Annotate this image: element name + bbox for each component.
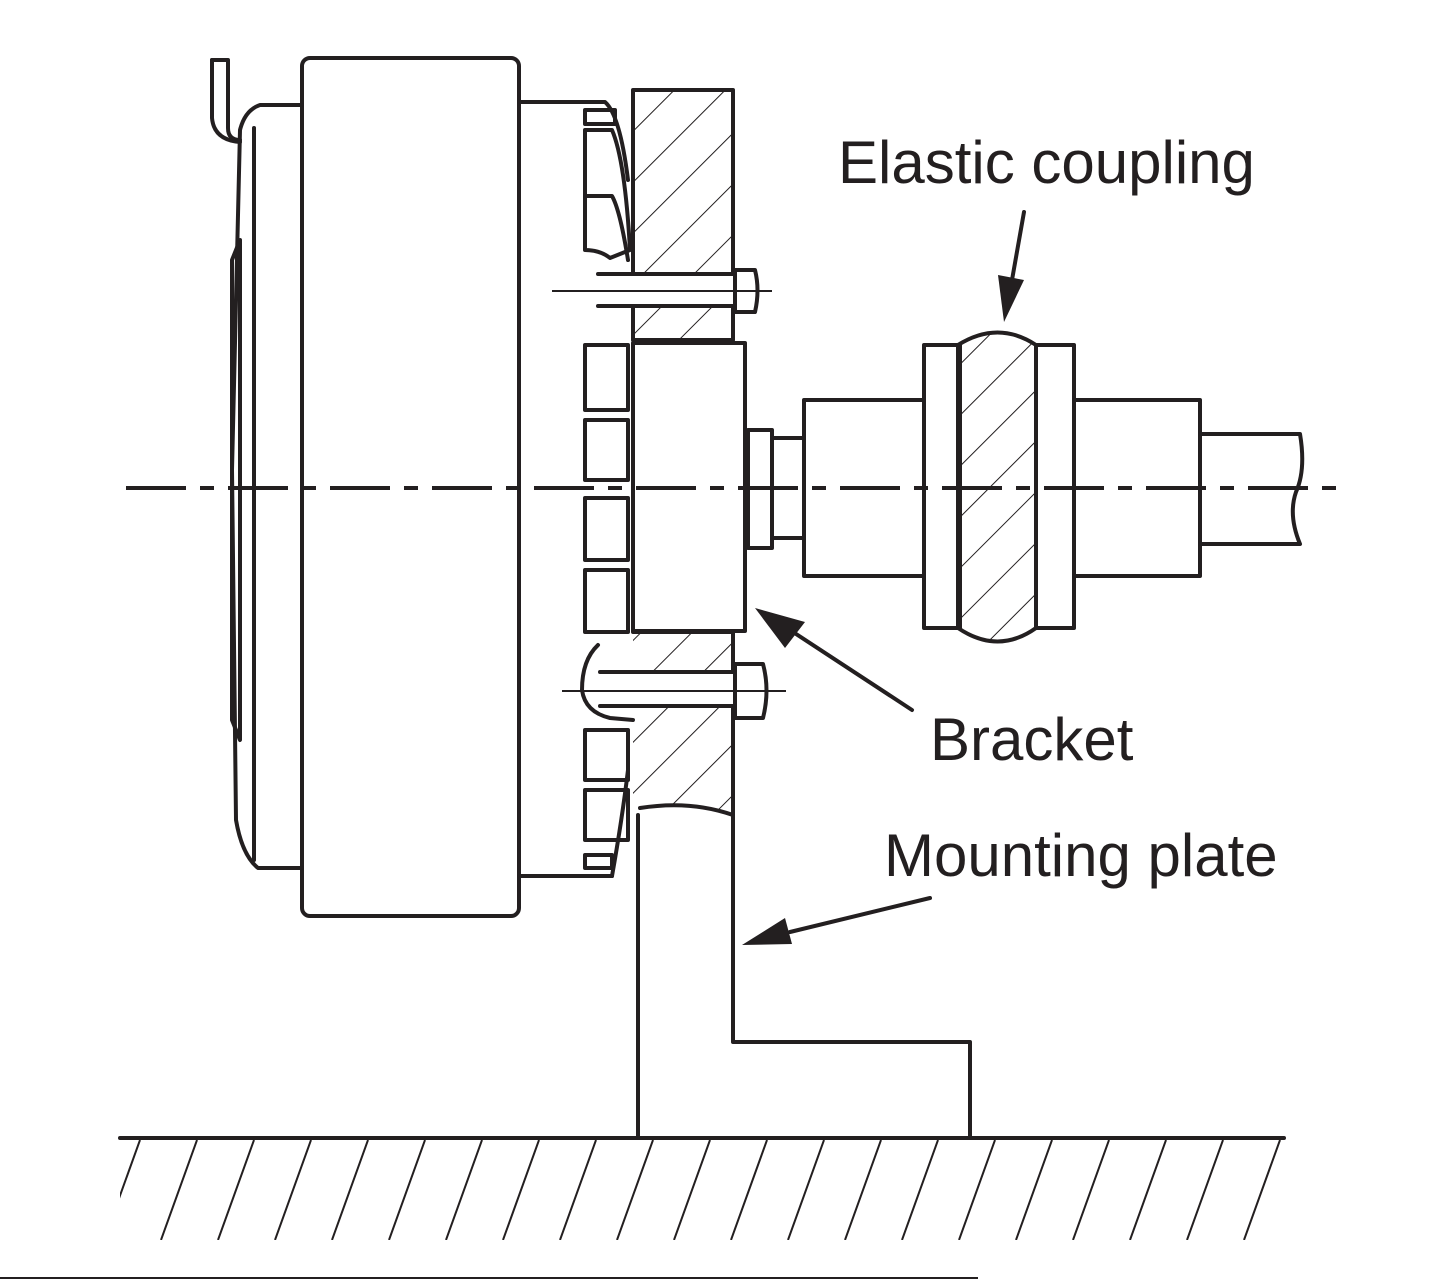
ground-hatch-line — [616, 1140, 654, 1240]
ground-hatch-line — [844, 1140, 882, 1240]
ground-hatch-line — [1072, 1140, 1110, 1240]
leader-bracket — [755, 608, 914, 712]
ground-hatch-line — [559, 1140, 597, 1240]
ground-hatch-line — [331, 1140, 369, 1240]
bolt-head-bottom — [733, 662, 769, 720]
ground-hatch-line — [445, 1140, 483, 1240]
ground-hatch-line — [388, 1140, 426, 1240]
shaft — [1198, 432, 1305, 546]
ground-hatch-line — [1186, 1140, 1224, 1240]
motor-end-rib — [230, 238, 242, 742]
ground-hatch-line — [901, 1140, 939, 1240]
ground-hatch-line — [274, 1140, 312, 1240]
bolt-bottom — [562, 643, 786, 722]
ground — [118, 1136, 1286, 1240]
ground-hatch-line — [958, 1140, 996, 1240]
ground-hatch-line — [673, 1140, 711, 1240]
label-bracket: Bracket — [930, 706, 1134, 773]
arrow-icon — [998, 275, 1024, 322]
leader-elastic-coupling — [998, 210, 1026, 322]
ground-hatch-line — [120, 1140, 141, 1199]
ground-hatch-line — [730, 1140, 768, 1240]
label-mounting-plate: Mounting plate — [884, 822, 1278, 889]
mounting-plate — [636, 813, 972, 1140]
arrow-icon — [742, 918, 792, 945]
label-elastic-coupling: Elastic coupling — [838, 129, 1255, 196]
bolt-head-top — [733, 268, 760, 314]
leader-mounting-plate — [742, 896, 932, 945]
ground-hatch-line — [1015, 1140, 1053, 1240]
cooling-fan — [583, 108, 632, 878]
mounting-plate-section-bottom — [631, 630, 735, 817]
ground-hatch-line — [1243, 1140, 1281, 1240]
bolt-top — [552, 268, 772, 314]
ground-hatch-line — [217, 1140, 255, 1240]
ground-hatch-line — [160, 1140, 198, 1240]
ground-hatch-line — [502, 1140, 540, 1240]
arrow-icon — [755, 608, 805, 648]
ground-hatch-line — [787, 1140, 825, 1240]
ground-hatch-line — [1129, 1140, 1167, 1240]
